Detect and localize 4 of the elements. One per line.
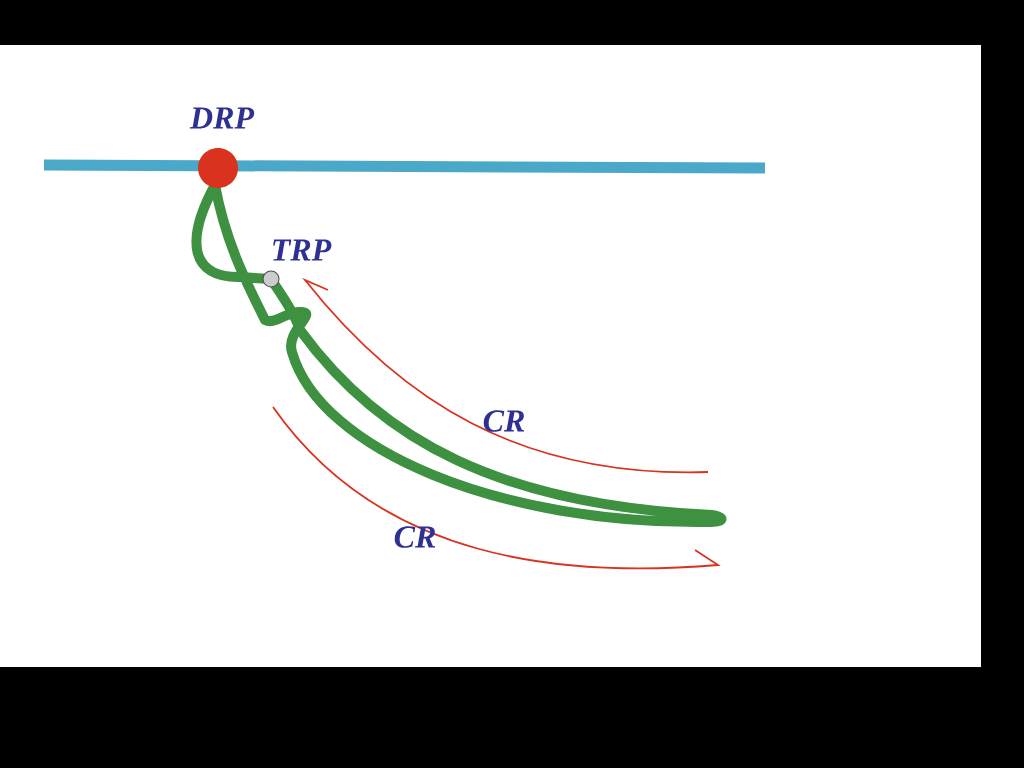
point-label: DRP [189,107,255,129]
arc-label: CR [483,410,525,432]
arc-label: CR [394,526,436,548]
point-label: TRP [273,239,332,261]
